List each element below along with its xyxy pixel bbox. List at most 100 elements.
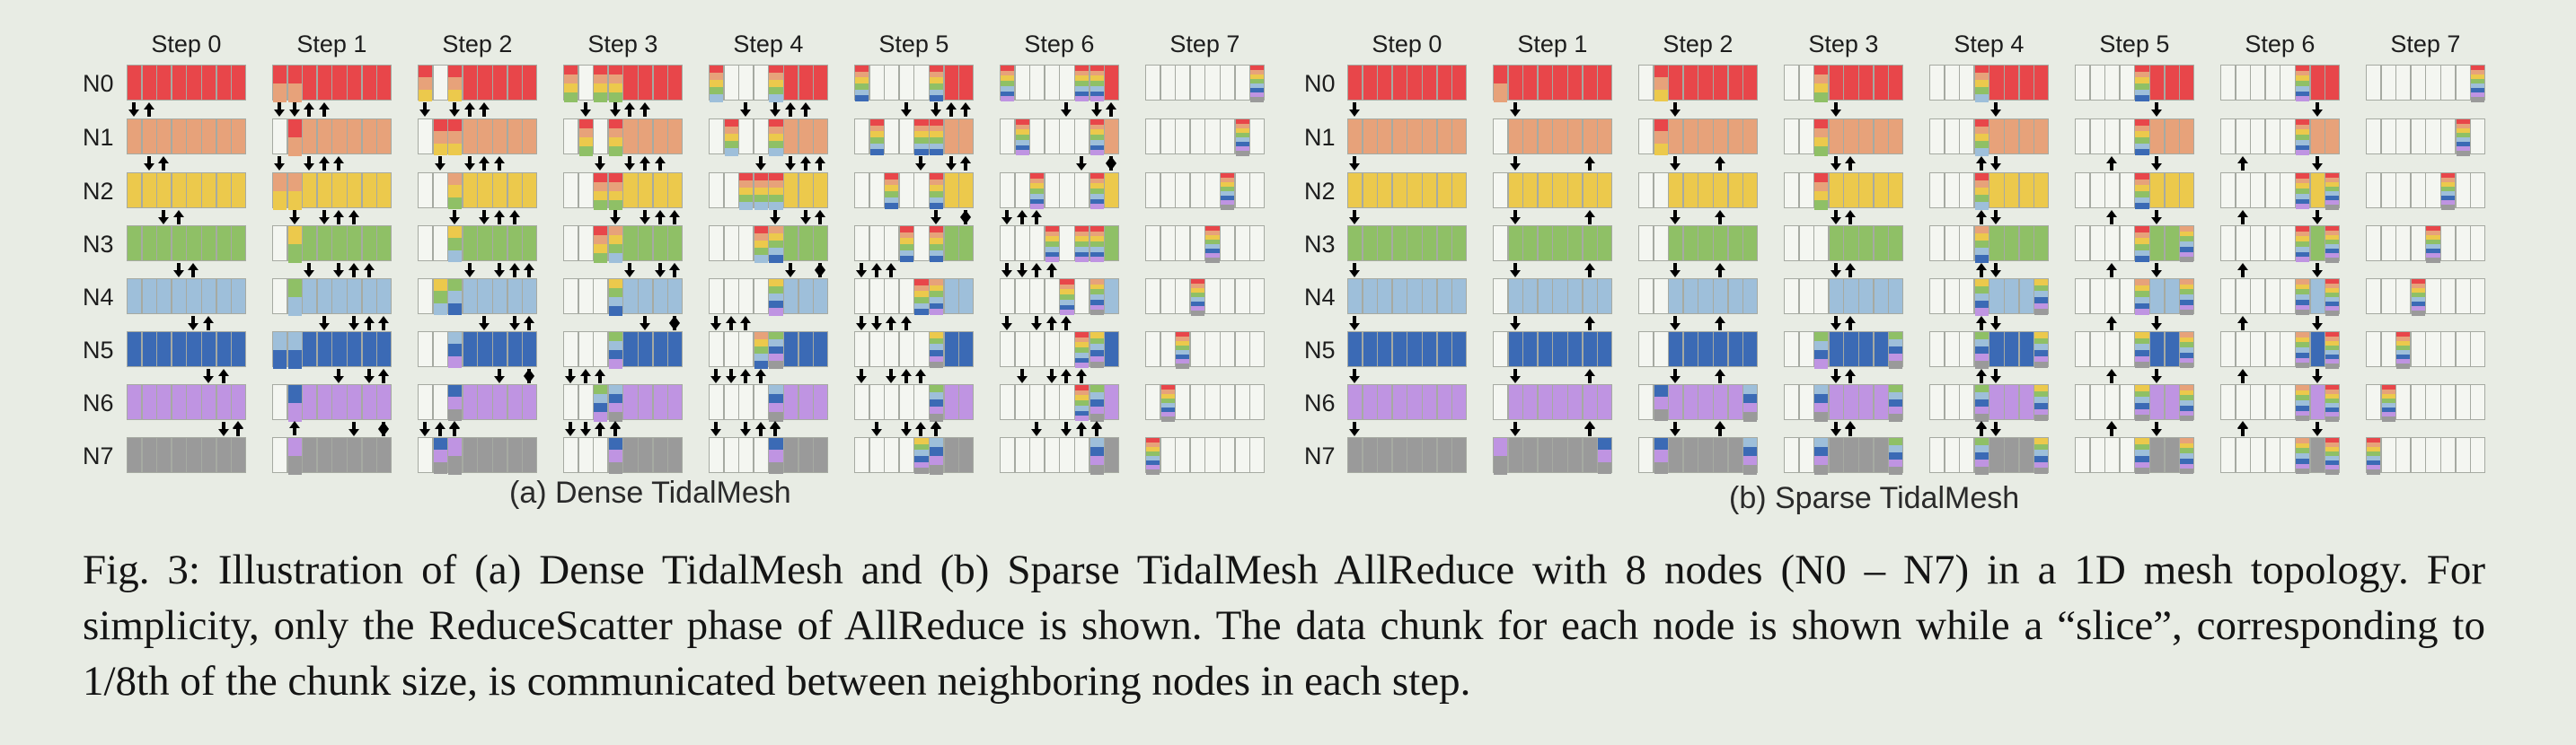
- arrow-head: [900, 369, 912, 376]
- arrow-shaft: [146, 156, 151, 164]
- arrow-head: [579, 369, 591, 376]
- arrow-down-icon: [363, 369, 375, 383]
- arrow-shaft: [453, 102, 457, 110]
- arrow-shaft: [1353, 210, 1356, 218]
- chunk-cell: [2164, 437, 2180, 473]
- slice-band: [2325, 200, 2340, 206]
- arrow-down-icon: [1349, 102, 1360, 117]
- slice-band: [1090, 279, 1104, 285]
- chunk-cell: [783, 437, 799, 473]
- chunk-cell: [2033, 172, 2050, 208]
- slice-band: [2135, 403, 2149, 410]
- chunk-cell: [141, 437, 157, 473]
- chunk-cell: [768, 118, 784, 156]
- chunk-cell: [1653, 225, 1669, 261]
- slice-band: [2180, 332, 2194, 338]
- chunk-cell: [1029, 384, 1045, 420]
- slice-band: [2325, 443, 2340, 448]
- chunk-cell: [2134, 384, 2150, 422]
- slice-band: [2325, 412, 2340, 417]
- chunk-cell: [171, 437, 187, 473]
- chunk-cell: [1422, 437, 1438, 473]
- slice-band: [1598, 461, 1612, 475]
- chunk-cell: [723, 172, 739, 208]
- slice-band: [448, 291, 463, 304]
- step-label: Step 1: [296, 31, 367, 57]
- chunk-cell: [854, 278, 870, 314]
- slice-band: [2180, 448, 2194, 454]
- chunk-cell: [1175, 118, 1191, 154]
- arrow-up-icon: [494, 156, 505, 171]
- slice-band: [1160, 416, 1175, 422]
- slice-band: [2325, 341, 2340, 346]
- chunk-cell: [1014, 172, 1030, 208]
- chunk-cell: [2366, 331, 2382, 367]
- arrow-shaft: [613, 427, 617, 435]
- arrow-up-icon: [2106, 210, 2118, 224]
- slice-band: [2135, 256, 2149, 263]
- slice-band: [2426, 258, 2440, 263]
- arrow-shaft: [1019, 263, 1024, 271]
- arrow-head: [1001, 217, 1012, 224]
- arrow-head: [624, 163, 636, 171]
- slice-band: [2325, 337, 2340, 342]
- arrow-up-icon: [2106, 316, 2118, 330]
- arrow-shaft: [583, 102, 587, 110]
- chunk-cell: [347, 118, 363, 154]
- slice-band: [769, 180, 783, 188]
- slice-band: [1974, 438, 1989, 446]
- chunk-cell: [156, 331, 172, 367]
- slice-band: [885, 173, 899, 180]
- arrow-head: [304, 270, 315, 277]
- arrow-up-icon: [2106, 421, 2118, 435]
- chunk-cell: [578, 172, 594, 208]
- chunk-cell: [1742, 437, 1759, 475]
- chunk-cell: [2235, 384, 2251, 420]
- chunk-cell: [1668, 225, 1684, 261]
- chunk-cell: [361, 278, 377, 314]
- arrow-head: [1990, 110, 2002, 117]
- chunk-cell: [127, 225, 143, 261]
- slice-band: [1974, 399, 1989, 408]
- chunk-cell: [2104, 65, 2121, 101]
- arrow-down-icon: [1509, 102, 1521, 117]
- chunk-cell: [1813, 65, 1830, 102]
- arrow-head: [449, 421, 461, 428]
- chunk-cell: [347, 225, 363, 261]
- arrow-shaft: [789, 156, 792, 164]
- chunk-cell: [723, 118, 739, 156]
- arrow-shaft: [1979, 427, 1983, 435]
- arrow-down-icon: [288, 102, 300, 117]
- chunk-cell: [201, 437, 217, 473]
- arrow-head: [915, 369, 927, 376]
- arrow-head: [1845, 156, 1857, 163]
- slice-band: [1090, 145, 1104, 151]
- chunk-cell: [958, 278, 975, 314]
- arrow-up-icon: [1975, 263, 1987, 277]
- arrow-shaft: [1035, 316, 1039, 324]
- slice-band: [2180, 337, 2194, 343]
- chunk-cell: [2380, 278, 2396, 314]
- arrow-shaft: [789, 263, 792, 271]
- slice-band: [2180, 410, 2194, 416]
- slice-band: [2296, 183, 2310, 189]
- arrow-shaft: [1094, 102, 1098, 110]
- arrow-down-icon: [785, 263, 796, 277]
- chunk-cell: [2018, 172, 2034, 208]
- slice-band: [2296, 85, 2310, 92]
- chunk-cell: [1220, 118, 1236, 154]
- slice-band: [1075, 385, 1090, 391]
- chunk-cell: [753, 172, 769, 210]
- slice-band: [1235, 151, 1249, 156]
- chunk-cell: [798, 331, 814, 367]
- arrow-down-icon: [1031, 422, 1043, 436]
- slice-band: [2135, 355, 2149, 363]
- slice-band: [1654, 89, 1668, 102]
- arrow-head: [274, 163, 285, 171]
- chunk-cell: [1347, 437, 1363, 473]
- arrow-shaft: [1587, 322, 1592, 330]
- slice-band: [1090, 447, 1104, 457]
- chunk-cell: [331, 172, 348, 208]
- arrow-down-icon: [2311, 369, 2323, 383]
- slice-band: [1075, 231, 1090, 237]
